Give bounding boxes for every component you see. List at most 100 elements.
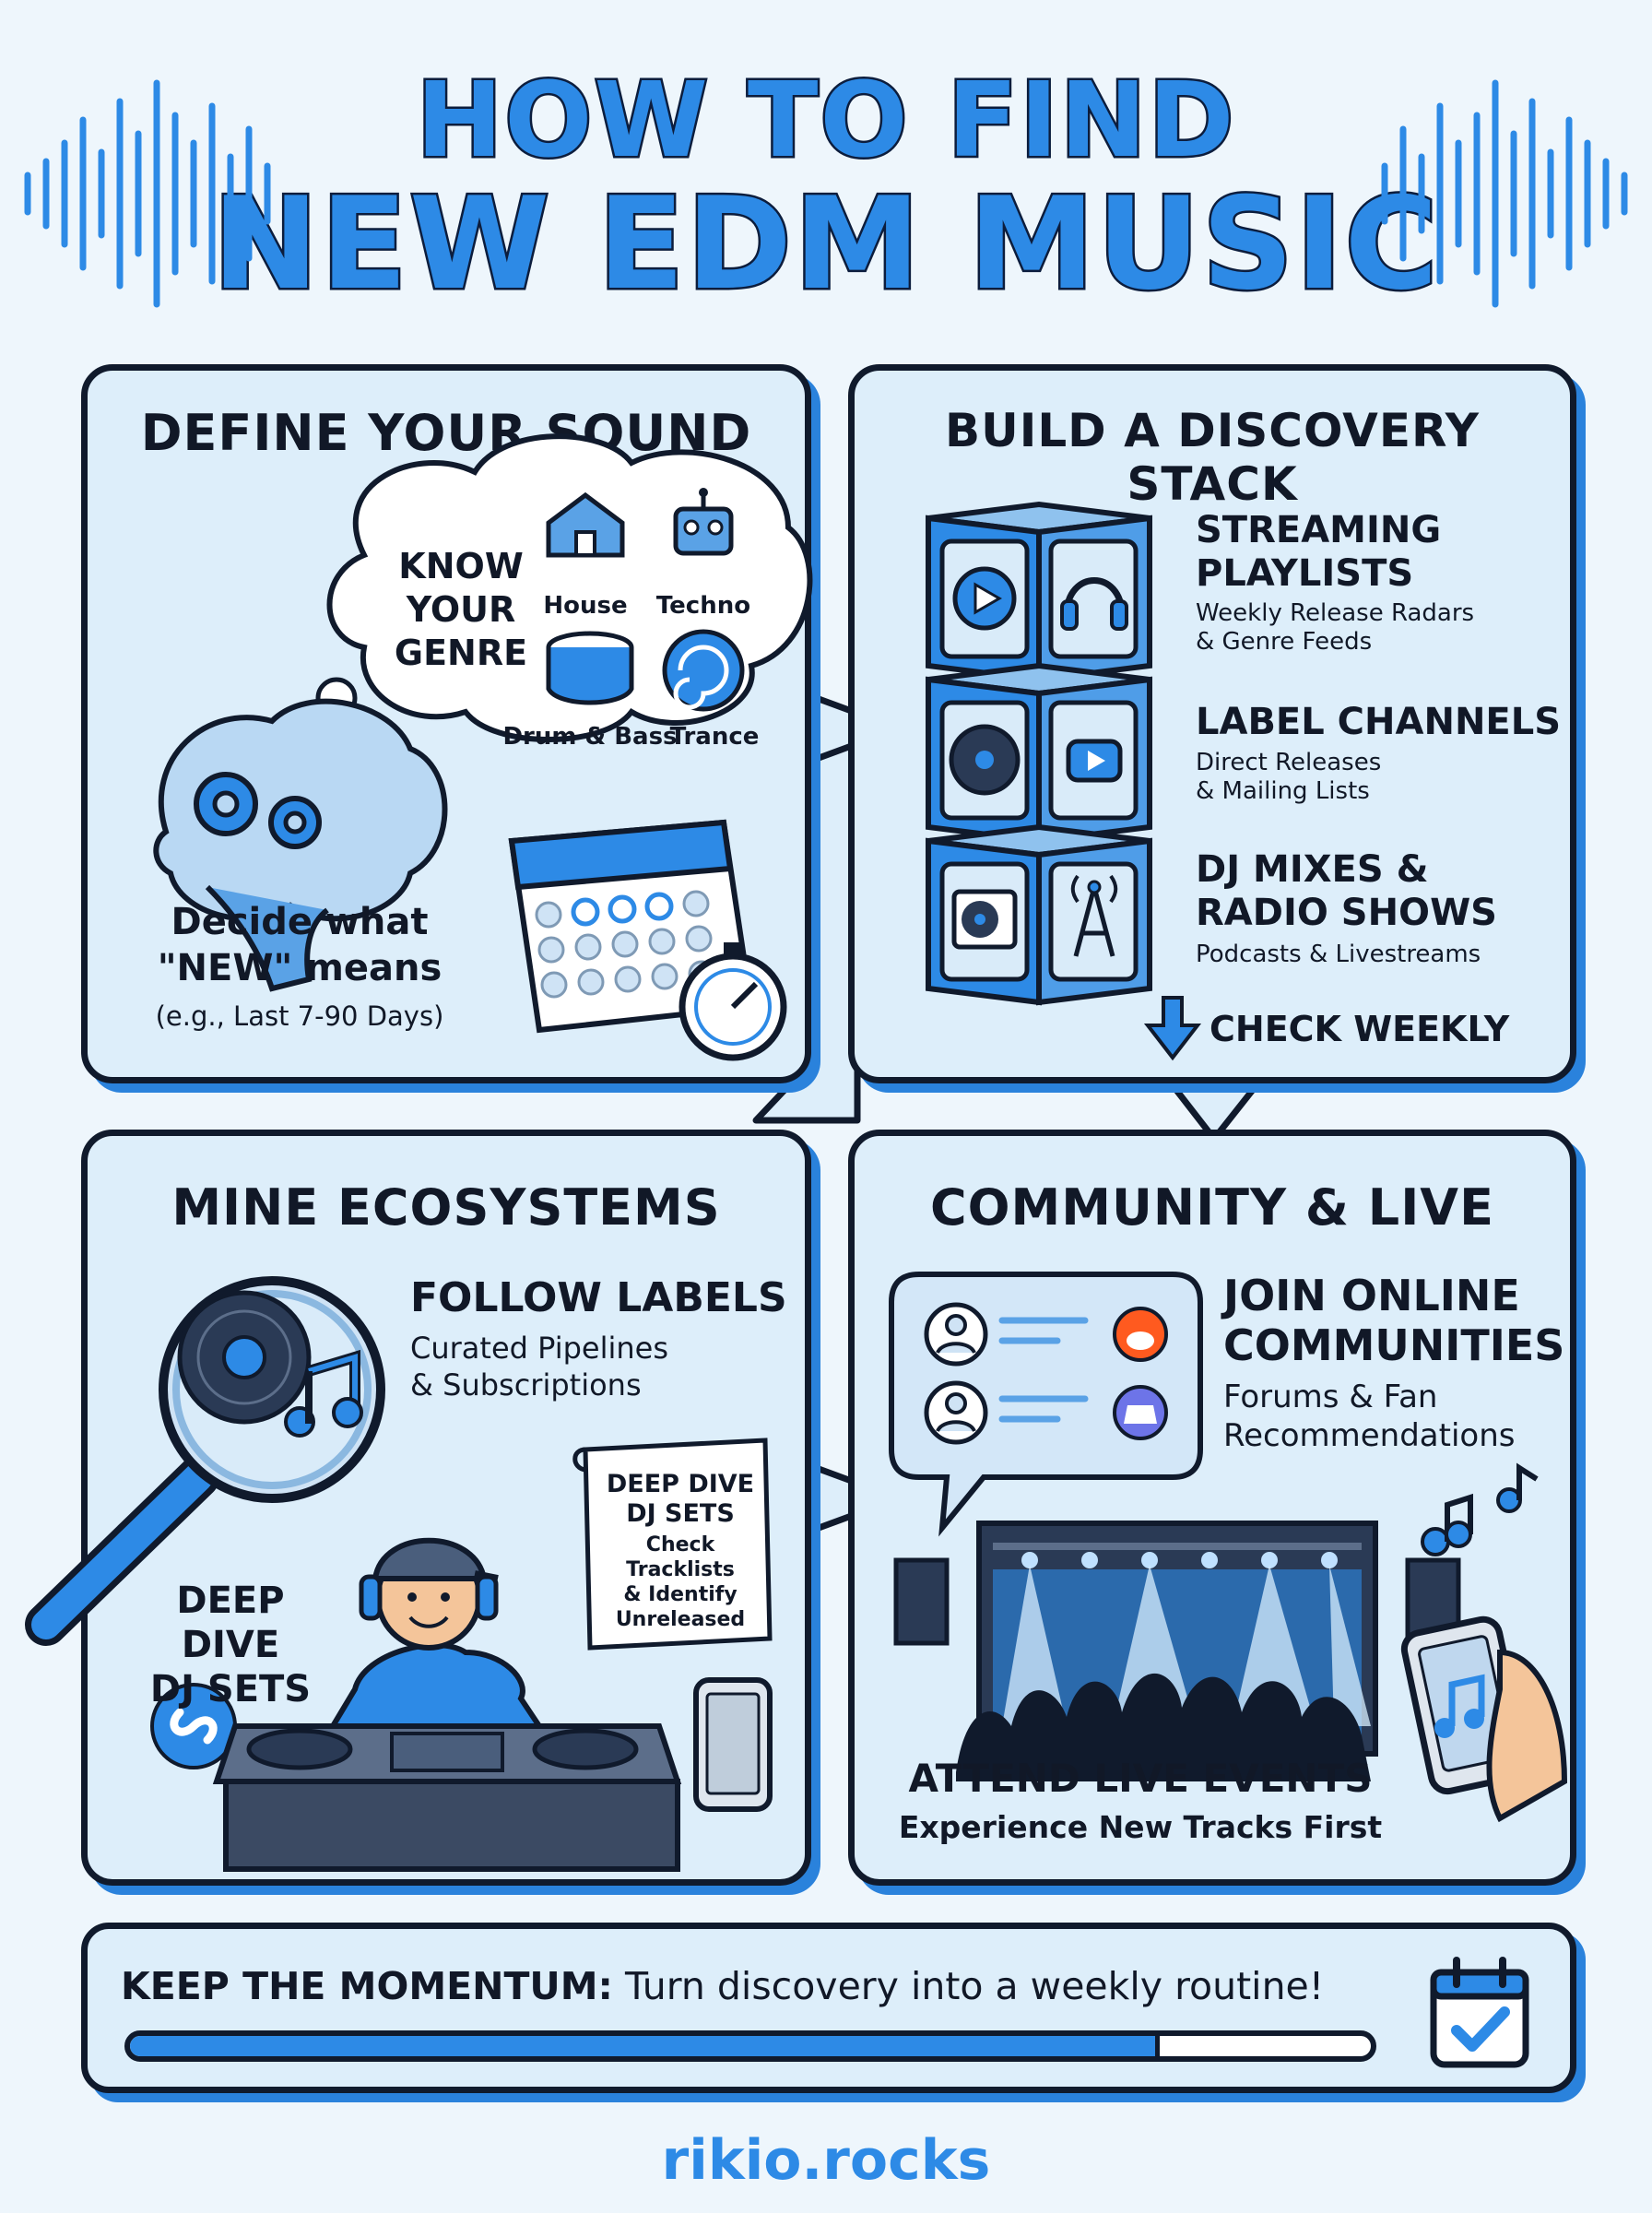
momentum-banner: KEEP THE MOMENTUM: Turn discovery into a…: [81, 1923, 1576, 2093]
robot-icon: [673, 488, 734, 556]
sub-line: Unreleased: [615, 1608, 746, 1631]
title-line: RADIO SHOWS: [1196, 892, 1497, 934]
panel-community-live: COMMUNITY & LIVE: [848, 1130, 1576, 1886]
panel-mine-ecosystems: MINE ECOSYSTEMS: [25, 1130, 811, 1886]
calendar-day: [648, 928, 676, 955]
title-line-2: NEW EDM MUSIC: [210, 170, 1441, 318]
label-line: DEEP DIVE: [176, 1580, 285, 1666]
sub-line: Podcasts & Livestreams: [1196, 941, 1481, 968]
stack-item-title: DJ MIXES &RADIO SHOWS: [1196, 848, 1497, 935]
panel-heading: BUILD A DISCOVERY STACK: [945, 404, 1480, 511]
sub-line: & Genre Feeds: [1196, 628, 1373, 656]
calendar-day: [614, 965, 642, 993]
play-icon: [952, 566, 1017, 631]
progress-bar: [124, 2030, 1376, 2062]
sub-line: Direct Releases: [1196, 749, 1382, 776]
dj-icon: [212, 1537, 682, 1872]
footer-site: rikio.rocks: [661, 2128, 991, 2193]
title-line-1: HOW TO FIND: [414, 59, 1236, 183]
calendar-day: [682, 890, 710, 917]
scroll-icon: [572, 1438, 773, 1651]
genre-label: Techno: [656, 592, 750, 620]
decide-line: "NEW" means: [157, 947, 442, 989]
panel-heading: MINE ECOSYSTEMS: [171, 1178, 721, 1237]
calendar-day: [577, 968, 605, 996]
sub-line: & Subscriptions: [410, 1367, 642, 1402]
panel-define-your-sound: DEFINE YOUR SOUND House Techno Drum & Ba…: [81, 364, 813, 1083]
spiral-icon: [662, 629, 745, 712]
calendar-day: [537, 936, 565, 964]
stack-item-sub: Podcasts & Livestreams: [1196, 941, 1481, 969]
label-line: DJ SETS: [149, 1668, 312, 1710]
bubble-heading: YOUR: [406, 589, 516, 630]
sub-line: Tracklists: [626, 1558, 735, 1581]
calendar-day: [535, 901, 562, 929]
stack-item-sub: Weekly Release Radars& Genre Feeds: [1196, 599, 1474, 657]
momentum-text: KEEP THE MOMENTUM: Turn discovery into a…: [121, 1964, 1324, 2008]
sub-line: Check: [645, 1533, 715, 1556]
calendar-day: [571, 897, 600, 927]
momentum-label: KEEP THE MOMENTUM:: [121, 1964, 613, 2008]
title-line: COMMUNITIES: [1223, 1320, 1565, 1370]
bubble-heading: KNOW: [398, 546, 523, 586]
community-illustration: [889, 1272, 1568, 1823]
decide-example: (e.g., Last 7-90 Days): [155, 1000, 444, 1032]
calendar-day: [574, 933, 602, 961]
calendar-day: [611, 930, 639, 958]
title-line: PLAYLISTS: [1196, 552, 1414, 595]
calendar-day: [651, 963, 678, 990]
title-line: DJ SETS: [626, 1499, 735, 1528]
title-line: LABEL CHANNELS: [1196, 701, 1562, 743]
live-events-sub: Experience New Tracks First: [898, 1809, 1383, 1845]
house-icon: [546, 491, 625, 558]
stage-icon: [893, 1521, 1461, 1781]
sub-line: Recommendations: [1223, 1417, 1516, 1454]
discord-icon: [1113, 1385, 1168, 1440]
panel-heading: DEFINE YOUR SOUND: [140, 404, 752, 462]
turntable-icon: [951, 889, 1018, 950]
follow-labels-sub: Curated Pipelines& Subscriptions: [410, 1330, 668, 1403]
music-notes-icon: [1421, 1462, 1539, 1556]
define-illustration: House Techno Drum & Bass Trance KNOW YOU…: [153, 433, 813, 1061]
video-play-icon: [1066, 739, 1123, 783]
title-line: DJ MIXES &: [1196, 848, 1429, 891]
sub-line: Curated Pipelines: [410, 1331, 669, 1366]
headphones-icon: [1060, 577, 1128, 631]
sound-wave-left-icon: [24, 79, 271, 308]
stopwatch-icon: [678, 942, 787, 1061]
sub-line: Forums & Fan: [1223, 1379, 1438, 1415]
momentum-message: Turn discovery into a weekly routine!: [612, 1964, 1325, 2008]
calendar-day: [540, 971, 568, 999]
phone-icon: [693, 1677, 773, 1812]
stack-item-sub: Direct Releases& Mailing Lists: [1196, 749, 1381, 806]
radio-tower-icon: [1070, 874, 1118, 957]
drum-icon: [546, 631, 634, 705]
calendar-day: [685, 925, 713, 953]
panel-heading: COMMUNITY & LIVE: [930, 1178, 1494, 1237]
progress-fill: [130, 2036, 1161, 2056]
genre-label: House: [543, 592, 627, 620]
sub-line: Weekly Release Radars: [1196, 599, 1475, 627]
bubble-heading: GENRE: [395, 633, 527, 673]
calendar-day: [608, 894, 637, 924]
title-line: DEEP DIVE: [606, 1470, 755, 1498]
stack-cubes: [926, 501, 1202, 1061]
check-arrow-icon: [1143, 996, 1202, 1061]
decide-line: Decide what: [171, 901, 429, 943]
follow-labels-title: FOLLOW LABELS: [410, 1274, 787, 1321]
check-weekly-label: CHECK WEEKLY: [1210, 1009, 1510, 1049]
sound-wave-right-icon: [1381, 79, 1628, 308]
phone-music-icon: [1400, 1615, 1568, 1823]
calendar-day: [644, 892, 674, 921]
title-line: STREAMING: [1196, 509, 1442, 551]
title-line: JOIN ONLINE: [1223, 1271, 1520, 1320]
stack-item-title: LABEL CHANNELS: [1196, 701, 1561, 744]
calendar-check-icon: [1430, 1957, 1529, 2068]
